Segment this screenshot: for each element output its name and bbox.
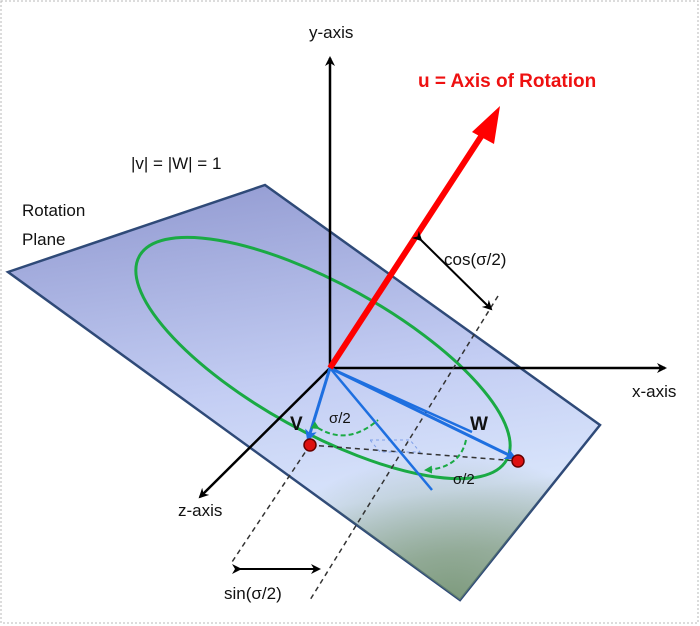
axis-of-rotation-arrowhead — [472, 106, 500, 144]
vector-bisector — [329, 366, 473, 434]
rotation-circle — [134, 235, 512, 481]
dashed-chord-vw — [309, 444, 519, 462]
midpoint-marker — [368, 439, 422, 453]
z-axis-line — [198, 367, 331, 499]
dashed-guide-left — [231, 444, 311, 563]
angle-arc-right — [424, 439, 467, 474]
w-label: W — [470, 414, 488, 435]
rotation-plane-label-line1: Rotation — [22, 201, 85, 220]
sin-half-label: sin(σ/2) — [224, 584, 282, 603]
rotation-plane-label-line2: Plane — [22, 230, 65, 249]
vector-mid — [329, 367, 433, 491]
dashed-guide-right — [309, 295, 499, 601]
cos-dimension-arrow — [411, 230, 493, 311]
angle-arc-left — [310, 419, 379, 437]
x-axis-label: x-axis — [632, 382, 676, 401]
cos-half-label: cos(σ/2) — [444, 250, 506, 269]
unit-norm-label: |v| = |W| = 1 — [131, 154, 221, 173]
y-axis-label: y-axis — [309, 23, 353, 42]
axis-of-rotation-vector — [327, 130, 487, 370]
z-axis-label: z-axis — [178, 501, 222, 520]
axis-of-rotation-label: u = Axis of Rotation — [418, 71, 596, 92]
point-w — [511, 454, 525, 468]
sigma-half-right-label: σ/2 — [453, 471, 475, 488]
v-label: V — [290, 414, 303, 435]
point-v — [303, 438, 317, 452]
sigma-half-left-label: σ/2 — [329, 410, 351, 427]
